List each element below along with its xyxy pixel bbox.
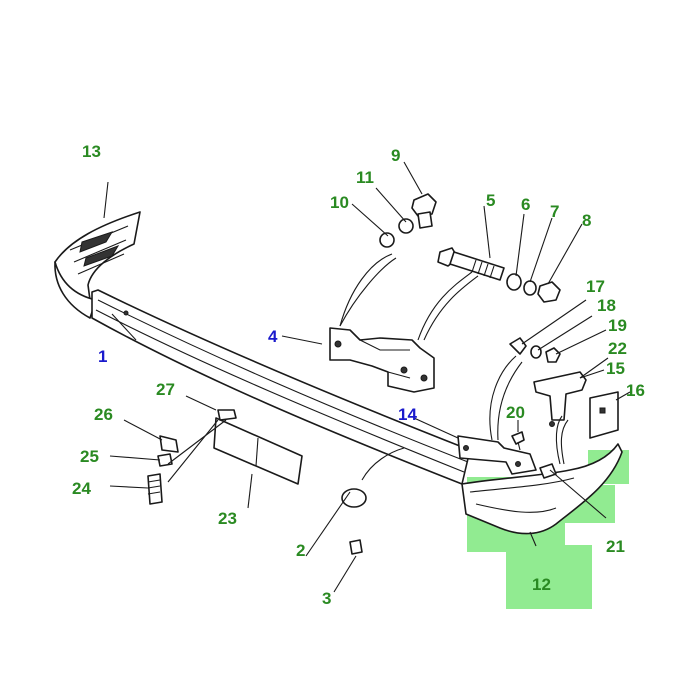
bracket-26 bbox=[159, 435, 179, 453]
callout-2[interactable]: 2 bbox=[296, 541, 305, 560]
bolt-24 bbox=[147, 473, 163, 505]
washer-7 bbox=[523, 280, 537, 296]
callout-26[interactable]: 26 bbox=[94, 405, 113, 424]
end-cap-right[interactable] bbox=[461, 443, 623, 535]
washer-18 bbox=[530, 345, 542, 359]
clip-27 bbox=[217, 409, 237, 421]
callout-5[interactable]: 5 bbox=[486, 191, 495, 210]
callout-6[interactable]: 6 bbox=[521, 195, 530, 214]
bracket-left bbox=[329, 327, 435, 393]
leader-lines bbox=[103, 161, 631, 593]
washer-6 bbox=[506, 273, 522, 291]
callout-10[interactable]: 10 bbox=[330, 193, 349, 212]
callout-3[interactable]: 3 bbox=[322, 589, 331, 608]
callout-18[interactable]: 18 bbox=[597, 296, 616, 315]
callout-16[interactable]: 16 bbox=[626, 381, 645, 400]
callouts: 13 1 9 11 10 5 6 7 8 4 17 18 19 22 15 16… bbox=[72, 142, 645, 608]
callout-14[interactable]: 14 bbox=[398, 405, 417, 424]
callout-1[interactable]: 1 bbox=[98, 347, 107, 366]
nut-25 bbox=[157, 453, 173, 467]
callout-23[interactable]: 23 bbox=[218, 509, 237, 528]
plate-23 bbox=[213, 417, 303, 485]
callout-22[interactable]: 22 bbox=[608, 339, 627, 358]
plug-2 bbox=[341, 488, 367, 508]
nut-19 bbox=[545, 347, 561, 363]
callout-15[interactable]: 15 bbox=[606, 359, 625, 378]
washer-10 bbox=[379, 232, 395, 248]
bolt-17 bbox=[509, 337, 527, 355]
callout-19[interactable]: 19 bbox=[608, 316, 627, 335]
nut-8 bbox=[537, 281, 561, 303]
callout-8[interactable]: 8 bbox=[582, 211, 591, 230]
bumper-beam bbox=[91, 289, 471, 485]
callout-13[interactable]: 13 bbox=[82, 142, 101, 161]
callout-25[interactable]: 25 bbox=[80, 447, 99, 466]
callout-27[interactable]: 27 bbox=[156, 380, 175, 399]
end-cap-left bbox=[54, 211, 141, 319]
callout-9[interactable]: 9 bbox=[391, 146, 400, 165]
bolt-9 bbox=[411, 193, 437, 229]
screw-20 bbox=[511, 431, 525, 451]
callout-21[interactable]: 21 bbox=[606, 537, 625, 556]
callout-12[interactable]: 12 bbox=[532, 575, 551, 594]
plate-16 bbox=[589, 391, 619, 439]
callout-20[interactable]: 20 bbox=[506, 403, 525, 422]
callout-4[interactable]: 4 bbox=[268, 327, 278, 346]
callout-7[interactable]: 7 bbox=[550, 202, 559, 221]
nut-3 bbox=[349, 539, 363, 555]
clip-21 bbox=[539, 463, 557, 479]
callout-24[interactable]: 24 bbox=[72, 479, 91, 498]
bolt-5 bbox=[437, 247, 505, 281]
highlight-block-label bbox=[506, 545, 592, 609]
callout-17[interactable]: 17 bbox=[586, 277, 605, 296]
callout-11[interactable]: 11 bbox=[356, 168, 374, 187]
bracket-right bbox=[457, 435, 537, 475]
washer-11 bbox=[398, 218, 414, 234]
